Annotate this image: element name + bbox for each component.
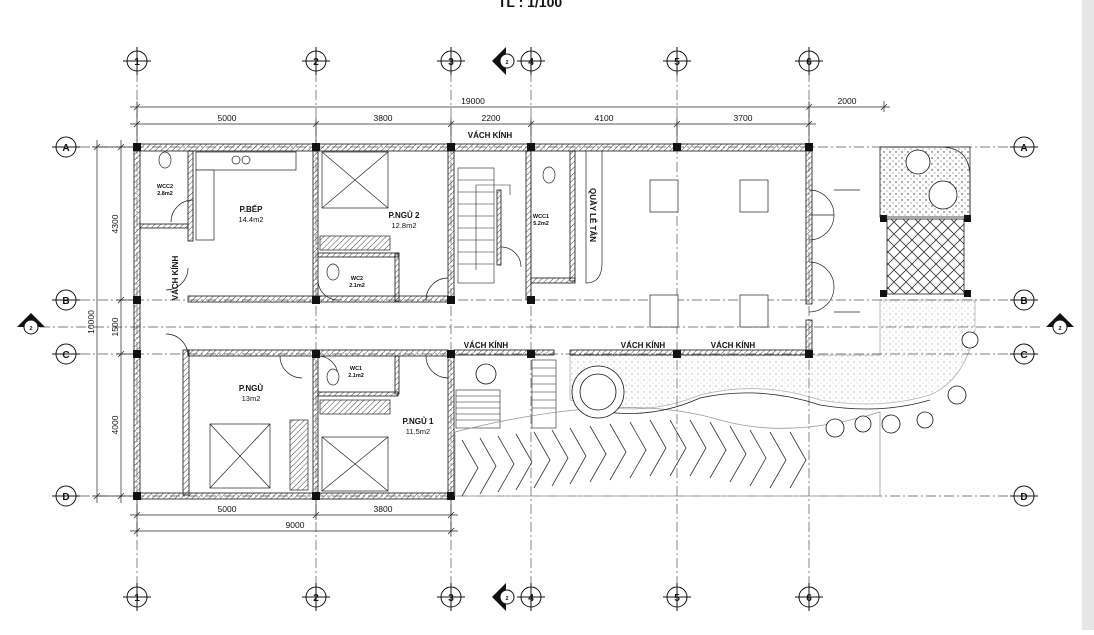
room-area-wcc2: 2.8m2: [157, 191, 173, 197]
room-area-bedroom-1: 11.5m2: [406, 427, 430, 436]
room-area-wc2: 2.1m2: [349, 283, 365, 289]
room-area-wc1: 2.1m2: [348, 373, 364, 379]
axis-label-A-right: A: [1020, 143, 1027, 154]
dimension-lines-top: [130, 101, 890, 145]
axis-bubbles-top: [123, 47, 823, 75]
dim-depth-B-C: 1500: [110, 317, 120, 336]
axis-label-C-right: C: [1020, 350, 1027, 361]
dim-total-depth: 10000: [86, 310, 96, 334]
dim-span-4-5: 4100: [595, 113, 614, 123]
dim-extra-width: 2000: [838, 96, 857, 106]
door-swings: [165, 189, 860, 379]
dim-span-2-3: 3800: [374, 113, 393, 123]
axis-label-2-bottom: 2: [313, 593, 319, 604]
axis-label-3-bottom: 3: [448, 593, 454, 604]
axis-bubbles-right: [1010, 136, 1038, 507]
room-area-bedroom-2: 12.8m2: [391, 221, 416, 230]
axis-label-5-top: 5: [674, 57, 680, 68]
dim-span-5-6: 3700: [734, 113, 753, 123]
reception-desk-label: QUẦY LỄ TÂN: [588, 188, 598, 242]
section-marker-left: 2: [17, 313, 45, 335]
dim-depth-C-D: 4000: [110, 415, 120, 434]
axis-label-3-top: 3: [448, 57, 454, 68]
furniture: [158, 151, 769, 492]
glass-wall-label-middle: VÁCH KÍNH: [621, 341, 666, 350]
axis-label-C-left: C: [62, 350, 69, 361]
room-area-wcc1: 5.2m2: [533, 221, 549, 227]
axis-label-4-bottom: 4: [528, 593, 534, 604]
axis-label-6-top: 6: [806, 57, 812, 68]
room-name-bedroom-2: P.NGỦ 2: [389, 211, 421, 220]
dim-bottom-span-2-3: 3800: [374, 504, 393, 514]
room-name-kitchen: P.BẾP: [240, 204, 264, 214]
glass-wall-label-top: VÁCH KÍNH: [468, 131, 513, 140]
tree-symbols: [475, 149, 979, 438]
dim-span-1-2: 5000: [218, 113, 237, 123]
dim-span-3-4: 2200: [482, 113, 501, 123]
room-name-bedroom: P.NGỦ: [239, 384, 264, 393]
section-marker-right-label: 2: [1058, 326, 1061, 332]
room-name-wcc1: WCC1: [533, 214, 549, 220]
axis-label-1-bottom: 1: [134, 593, 140, 604]
staircase-lower: [455, 359, 557, 429]
section-marker-bottom-label: 2: [505, 596, 508, 602]
structural-columns: [133, 143, 971, 500]
axis-label-B-left: B: [62, 296, 69, 307]
axis-label-A-left: A: [62, 143, 69, 154]
axis-label-5-bottom: 5: [674, 593, 680, 604]
axis-label-B-right: B: [1020, 296, 1027, 307]
axis-label-2-top: 2: [313, 57, 319, 68]
page-edge-strip: [1082, 0, 1094, 630]
room-area-kitchen: 14.4m2: [238, 215, 263, 224]
dim-bottom-span-1-2: 5000: [218, 504, 237, 514]
room-name-bedroom-1: P.NGỦ 1: [403, 417, 435, 426]
section-marker-bottom: 2: [492, 583, 515, 611]
staircase-upper: [457, 167, 511, 284]
dimension-lines-bottom: [130, 500, 458, 536]
axis-label-6-bottom: 6: [806, 593, 812, 604]
dim-bottom-total: 9000: [286, 520, 305, 530]
room-name-wcc2: WCC2: [157, 184, 173, 190]
section-marker-right: 2: [1046, 313, 1074, 335]
driveway-pattern: [454, 407, 881, 497]
axis-bubbles-left: [52, 136, 80, 507]
axis-bubbles-bottom: [123, 583, 823, 611]
axis-label-1-top: 1: [134, 57, 140, 68]
section-marker-top: 2: [492, 47, 515, 75]
drawing-scale-title: TL : 1/100: [497, 0, 563, 10]
room-area-bedroom: 13m2: [242, 394, 261, 403]
section-marker-left-label: 2: [29, 326, 32, 332]
dimension-lines-left: [92, 140, 137, 503]
garden-area: [569, 146, 976, 414]
glass-wall-label-right: VÁCH KÍNH: [711, 341, 756, 350]
axis-label-D-right: D: [1020, 492, 1027, 503]
section-marker-top-label: 2: [505, 60, 508, 66]
dim-depth-A-B: 4300: [110, 214, 120, 233]
room-name-wc1: WC1: [350, 366, 362, 372]
glass-wall-label-vertical: VÁCH KÍNH: [171, 256, 180, 301]
dim-total-width: 19000: [461, 96, 485, 106]
room-name-wc2: WC2: [351, 276, 363, 282]
glass-wall-label-corridor: VÁCH KÍNH: [464, 341, 509, 350]
axis-label-D-left: D: [62, 492, 69, 503]
axis-label-4-top: 4: [528, 57, 534, 68]
